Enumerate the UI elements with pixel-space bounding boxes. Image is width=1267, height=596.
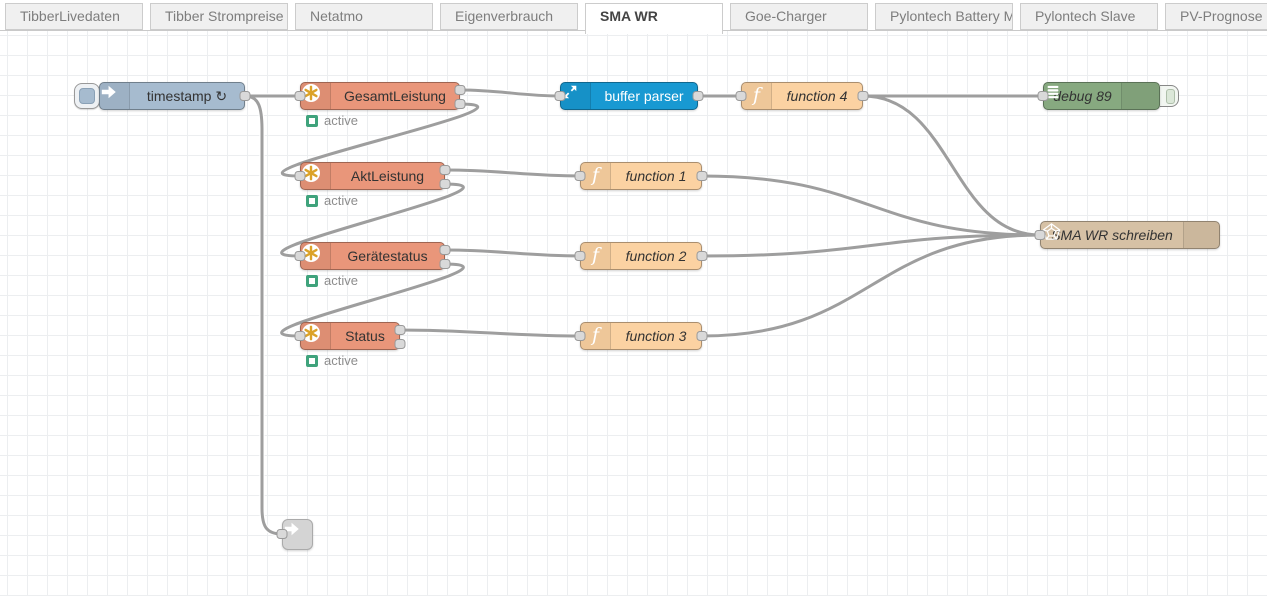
wire[interactable]	[444, 168, 581, 178]
node-function-2[interactable]: f function 2	[580, 242, 702, 270]
node-sma-wr-schreiben[interactable]: SMA WR schreiben	[1040, 221, 1220, 249]
node-function-4[interactable]: f function 4	[741, 82, 863, 110]
wire[interactable]	[701, 233, 1041, 338]
node-label: buffer parser	[604, 88, 684, 104]
tab-pylontech-slave[interactable]: Pylontech Slave	[1020, 3, 1158, 30]
wire[interactable]	[459, 88, 561, 98]
wire[interactable]	[280, 102, 480, 178]
node-label: AktLeistung	[350, 168, 425, 184]
wire[interactable]	[399, 328, 581, 338]
modbus-read-icon	[301, 323, 331, 349]
wire[interactable]	[280, 262, 465, 338]
inject-arrow-icon	[100, 83, 130, 109]
function-icon: f	[581, 243, 611, 269]
flow-canvas[interactable]: timestamp ↻ GesamtLeistung active AktLei…	[0, 31, 1267, 596]
tab-pv-prognose[interactable]: PV-Prognose	[1165, 3, 1267, 30]
node-status: active	[306, 113, 358, 128]
wire[interactable]	[280, 182, 465, 258]
flow-tab-bar: TibberLivedaten Tibber Strompreise Netat…	[0, 0, 1267, 34]
node-label: function 4	[786, 88, 848, 104]
debug-list-icon	[1047, 83, 1159, 109]
node-label: SMA WR schreiben	[1051, 227, 1173, 243]
tab-goe-charger[interactable]: Goe-Charger	[730, 3, 868, 30]
node-link-out[interactable]	[282, 519, 313, 550]
function-icon: f	[742, 83, 772, 109]
tab-netatmo[interactable]: Netatmo	[295, 3, 433, 30]
status-square-icon	[306, 194, 318, 207]
wire-layer	[244, 87, 1043, 537]
node-label: GesamtLeistung	[344, 88, 446, 104]
wire[interactable]	[244, 94, 283, 536]
node-status: active	[306, 273, 358, 288]
node-label: function 2	[625, 248, 687, 264]
modbus-read-icon	[301, 243, 331, 269]
wire[interactable]	[444, 248, 581, 258]
tab-tibberlivedaten[interactable]: TibberLivedaten	[5, 3, 143, 30]
tab-tibber-strompreise[interactable]: Tibber Strompreise	[150, 3, 288, 30]
tab-pylontech-battery[interactable]: Pylontech Battery M	[875, 3, 1013, 30]
status-square-icon	[306, 354, 318, 367]
node-status: active	[306, 193, 358, 208]
node-label: debug 89	[1053, 88, 1112, 104]
node-label: function 1	[625, 168, 687, 184]
debug-toggle-button[interactable]	[1160, 85, 1179, 107]
status-square-icon	[306, 274, 318, 287]
modbus-read-icon	[301, 163, 331, 189]
node-status: active	[306, 353, 358, 368]
inject-button-pad	[79, 88, 95, 104]
wire[interactable]	[701, 233, 1041, 258]
buffer-expand-icon	[561, 83, 591, 109]
function-icon: f	[581, 323, 611, 349]
node-status-modbus[interactable]: Status	[300, 322, 400, 350]
node-function-1[interactable]: f function 1	[580, 162, 702, 190]
status-square-icon	[306, 114, 318, 127]
node-aktleistung[interactable]: AktLeistung	[300, 162, 445, 190]
node-buffer-parser[interactable]: buffer parser	[560, 82, 698, 110]
node-geraetestatus[interactable]: Gerätestatus	[300, 242, 445, 270]
tab-sma-wr[interactable]: SMA WR	[585, 3, 723, 34]
node-label: Gerätestatus	[347, 248, 428, 264]
node-timestamp-inject[interactable]: timestamp ↻	[99, 82, 245, 110]
node-gesamtleistung[interactable]: GesamtLeistung	[300, 82, 460, 110]
wire[interactable]	[701, 174, 1041, 237]
node-label: function 3	[625, 328, 687, 344]
modbus-write-polyhedron-icon	[1042, 222, 1219, 248]
debug-toggle-pad	[1166, 88, 1175, 104]
node-label: timestamp ↻	[146, 87, 228, 104]
wire[interactable]	[862, 94, 1041, 237]
tab-eigenverbrauch[interactable]: Eigenverbrauch	[440, 3, 578, 30]
node-debug-89[interactable]: debug 89	[1043, 82, 1160, 110]
inject-button[interactable]	[74, 83, 100, 109]
node-function-3[interactable]: f function 3	[580, 322, 702, 350]
node-label: Status	[345, 328, 385, 344]
modbus-read-icon	[301, 83, 331, 109]
function-icon: f	[581, 163, 611, 189]
